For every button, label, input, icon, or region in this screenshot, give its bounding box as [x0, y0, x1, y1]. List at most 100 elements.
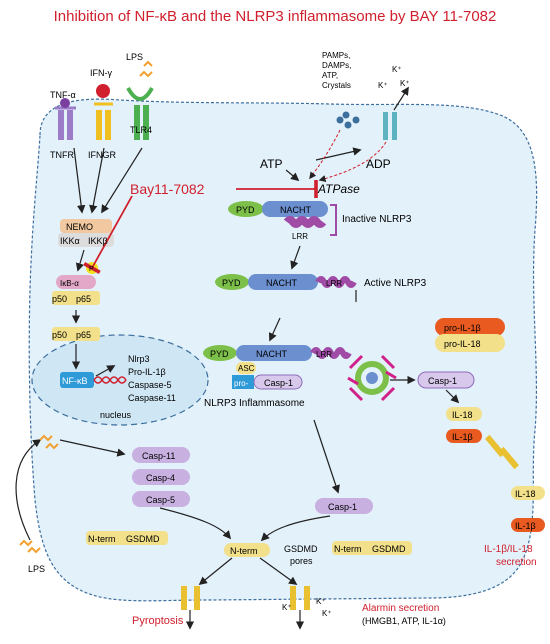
inactive-nlrp3-label: Inactive NLRP3 — [342, 214, 412, 225]
atp-label: ATP — [260, 157, 282, 171]
lps-squiggle-left — [19, 539, 41, 554]
p50-p65-box-2 — [52, 327, 100, 341]
danger-line-2: DAMPs, — [322, 61, 351, 70]
secretion-label: IL-1β/IL-18 secretion — [484, 544, 537, 568]
casp1-bottom-label: Casp-1 — [328, 502, 357, 512]
pro-il18-label: pro-IL-18 — [444, 339, 481, 349]
gene-caspase5: Caspase-5 — [128, 380, 172, 390]
k-out-1: K⁺ — [282, 603, 292, 612]
k-to-atpase-dashed — [318, 141, 387, 182]
casp4-label: Casp-4 — [146, 473, 175, 483]
secretion-line-2: secretion — [496, 557, 537, 568]
alarmin-pore — [290, 586, 310, 610]
inhibitor-label: Bay11-7082 — [130, 181, 205, 197]
ifngr-receptor — [94, 84, 113, 140]
nterm-pore-label: N-term — [230, 546, 258, 556]
p50-label-2: p50 — [52, 330, 67, 340]
pathway-arrows — [15, 147, 460, 630]
pyroptosis-label: Pyroptosis — [132, 615, 184, 627]
tnfa-label: TNF-α — [50, 90, 76, 100]
il1b-pill — [446, 429, 482, 443]
pro-label: pro- — [234, 379, 249, 388]
k-out-2: K⁺ — [316, 597, 326, 606]
tlr4-receptor — [126, 60, 154, 140]
casp11-label: Casp-11 — [142, 451, 175, 461]
k-label-1: K⁺ — [392, 65, 402, 74]
casp1-right-label: Casp-1 — [428, 376, 457, 386]
inflammasome-complex — [203, 345, 352, 390]
ifngr-label: IFNGR — [88, 150, 116, 160]
nacht-infl-label: NACHT — [256, 349, 288, 359]
nucleus-label: nucleus — [100, 410, 132, 420]
ikb-label: IκB-α — [60, 279, 79, 288]
pyd-active-label: PYD — [222, 278, 241, 288]
pamps-dots — [336, 111, 360, 129]
nacht-active-label: NACHT — [266, 278, 298, 288]
pyd-inactive-label: PYD — [236, 205, 255, 215]
nfkb-box — [60, 372, 94, 388]
alarmin-sub-label: (HMGB1, ATP, IL-1α) — [362, 616, 446, 626]
asc-label: ASC — [238, 364, 255, 373]
nacht-inactive-label: NACHT — [280, 205, 312, 215]
il18-pill — [446, 407, 482, 421]
p65-label: p65 — [76, 294, 91, 304]
nemo-box — [60, 219, 112, 233]
lps-bottom-label: LPS — [28, 564, 45, 574]
nterm-right-label: N-term — [334, 544, 362, 554]
p50-p65-box — [52, 291, 100, 305]
k-efflux-arrow — [393, 86, 409, 111]
casp1-infl-label: Casp-1 — [264, 378, 293, 388]
nterm-pore-pill — [224, 543, 270, 557]
gsdmd-left-label: GSDMD — [126, 534, 160, 544]
lrr-active-label: LRR — [326, 279, 342, 288]
k-label-3: K⁺ — [400, 79, 410, 88]
ikka-label: IKKα — [60, 236, 80, 246]
tnfr-receptor — [55, 98, 76, 140]
casp5-label: Casp-5 — [146, 495, 175, 505]
il18-label: IL-18 — [452, 410, 473, 420]
pro-il18-pill — [435, 334, 505, 352]
gsdmd-pores-label: GSDMD pores — [284, 544, 320, 566]
k-channel — [383, 112, 397, 140]
p50-label: p50 — [52, 294, 67, 304]
danger-line-4: Crystals — [322, 81, 351, 90]
il1b-label: IL-1β — [452, 432, 473, 442]
nterm-gsdmd-left — [86, 531, 168, 545]
il18-out-label: IL-18 — [515, 489, 536, 499]
adp-label: ADP — [366, 157, 391, 171]
il1b-out-label: IL-1β — [515, 521, 536, 531]
nemo-label: NEMO — [66, 222, 93, 232]
ifng-label: IFN-γ — [90, 68, 112, 78]
atpase-label: ATPase — [317, 182, 360, 196]
lps-label: LPS — [126, 52, 143, 62]
atp-to-atpase-arrow — [285, 169, 300, 182]
pro-il1b-label: pro-IL-1β — [444, 323, 481, 333]
pyd-infl-label: PYD — [210, 349, 229, 359]
il1b-out-pill — [511, 518, 545, 532]
casp1-bottom-pill — [315, 498, 373, 514]
p-label: P — [89, 266, 94, 273]
lrr-inactive-label: LRR — [292, 232, 308, 241]
casp11-pill — [132, 447, 190, 463]
inflammasome-label: NLRP3 Inflammasome — [204, 398, 305, 409]
danger-to-atpase-dashed — [309, 129, 341, 180]
danger-line-3: ATP, — [322, 71, 338, 80]
gsdmd-right-label: GSDMD — [372, 544, 406, 554]
ikb-box — [56, 275, 96, 289]
k-out-3: K⁺ — [322, 609, 332, 618]
lps-squiggle-inside — [39, 434, 59, 450]
bay-to-ikk-inhibition — [83, 195, 133, 274]
active-nlrp3-complex — [215, 274, 357, 290]
tnfr-label: TNFR — [50, 150, 74, 160]
tlr4-label: TLR4 — [130, 125, 152, 135]
gene-nlrp3: Nlrp3 — [128, 354, 150, 364]
casp4-pill — [132, 469, 190, 485]
ikk-box — [58, 233, 114, 247]
casp5-pill — [132, 491, 190, 507]
lrr-infl-label: LRR — [316, 350, 332, 359]
nterm-gsdmd-right — [332, 541, 412, 555]
ikkb-label: IKKβ — [88, 236, 108, 246]
danger-line-1: PAMPs, — [322, 51, 350, 60]
